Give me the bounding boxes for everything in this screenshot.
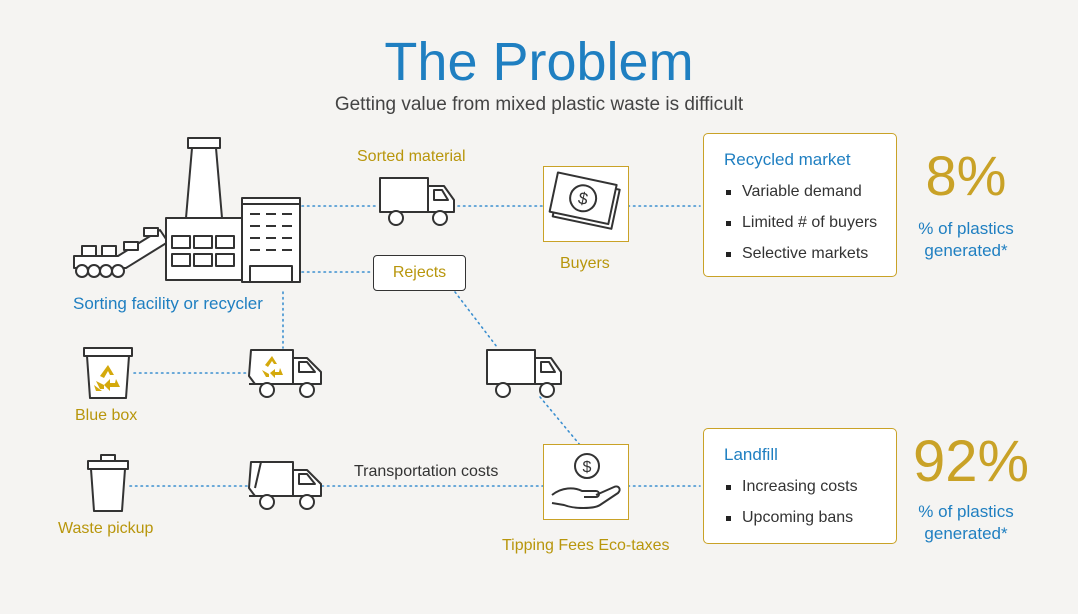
- recycling-truck-icon: [247, 346, 325, 400]
- landfill-list: Increasing costs Upcoming bans: [724, 471, 896, 533]
- truck-icon: [378, 174, 458, 230]
- list-item: Selective markets: [724, 238, 896, 269]
- list-item: Increasing costs: [724, 471, 896, 502]
- waste-pickup-label: Waste pickup: [58, 520, 153, 538]
- list-item: Upcoming bans: [724, 502, 896, 533]
- percent-label-line: generated*: [896, 240, 1036, 262]
- percent-label-line: generated*: [896, 523, 1036, 545]
- tipping-fees-label: Tipping Fees Eco-taxes: [502, 537, 669, 555]
- percent-label-line: % of plastics: [896, 218, 1036, 240]
- transportation-costs-label: Transportation costs: [354, 463, 498, 481]
- landfill-title: Landfill: [724, 445, 896, 465]
- tipping-fees-icon-box: $: [543, 444, 629, 520]
- dollar-hand-icon: $: [544, 445, 628, 519]
- recycled-percent: 8%: [901, 143, 1031, 208]
- factory-icon: [68, 134, 304, 286]
- landfill-percent-label: % of plastics generated*: [896, 501, 1036, 545]
- recycled-market-box: Recycled market Variable demand Limited …: [703, 133, 897, 277]
- buyers-icon-box: $: [543, 166, 629, 242]
- recycled-percent-label: % of plastics generated*: [896, 218, 1036, 262]
- recycled-market-title: Recycled market: [724, 150, 896, 170]
- landfill-percent: 92%: [906, 428, 1036, 495]
- rejects-box: Rejects: [373, 255, 466, 291]
- list-item: Limited # of buyers: [724, 207, 896, 238]
- buyers-label: Buyers: [560, 255, 610, 273]
- recycled-market-list: Variable demand Limited # of buyers Sele…: [724, 176, 896, 269]
- svg-text:$: $: [583, 459, 592, 476]
- sorted-material-label: Sorted material: [357, 148, 466, 166]
- blue-box-label: Blue box: [75, 407, 137, 425]
- garbage-truck-icon: [247, 458, 325, 512]
- page-title: The Problem: [0, 28, 1078, 96]
- page-subtitle: Getting value from mixed plastic waste i…: [0, 94, 1078, 116]
- recycle-bin-icon: [82, 345, 134, 401]
- landfill-box: Landfill Increasing costs Upcoming bans: [703, 428, 897, 544]
- trash-can-icon: [86, 453, 130, 515]
- sorting-facility-label: Sorting facility or recycler: [73, 294, 263, 314]
- money-icon: $: [544, 167, 628, 241]
- list-item: Variable demand: [724, 176, 896, 207]
- percent-label-line: % of plastics: [896, 501, 1036, 523]
- truck-icon: [485, 346, 565, 402]
